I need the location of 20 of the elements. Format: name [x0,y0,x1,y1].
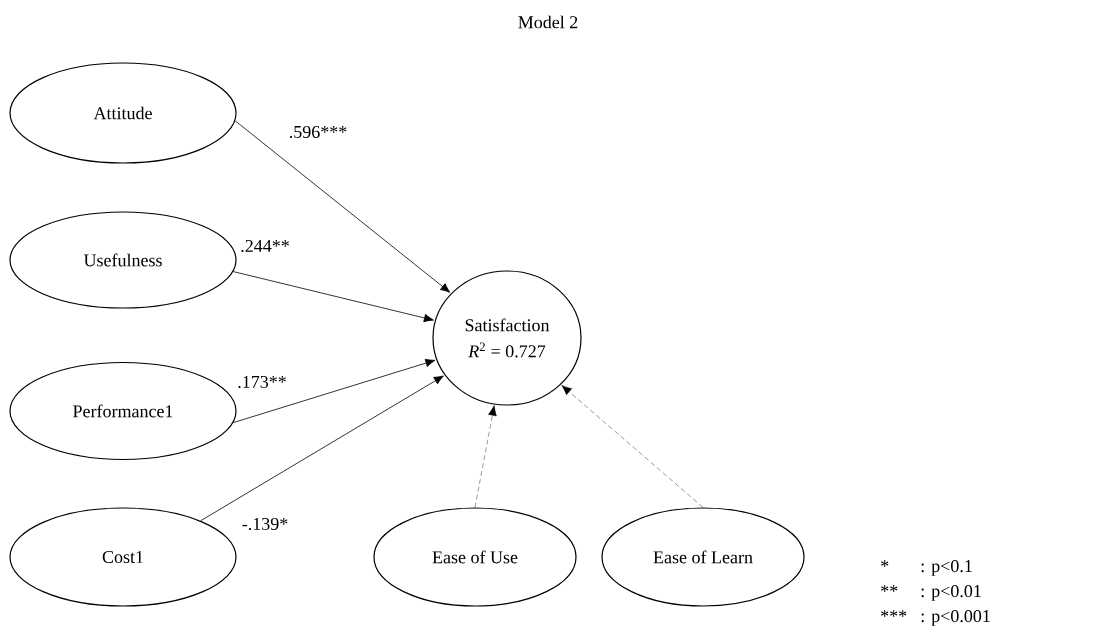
arrow [200,375,444,522]
arrow [232,271,434,323]
title: Model 2 [518,15,578,29]
significance-note: *** [881,610,907,617]
arrow [233,358,436,423]
significance-note: : p<0.1 [921,560,972,576]
arrow [561,384,704,508]
ellipse-node: Usefulness [9,211,237,309]
arrow [234,120,451,293]
ellipse-node: Ease of Learn [601,507,805,607]
ellipse-node: Ease of Use [373,507,577,607]
significance-note: : p<0.01 [921,585,981,601]
significance-note: * [881,560,889,567]
ellipse-node: Cost1 [9,507,237,607]
arrow [474,405,497,508]
ellipse-node: Satisfaction R$^{2}$ = 0.727 [432,270,582,406]
significance-note: ** [881,585,898,592]
ellipse-node: Attitude [9,62,237,164]
ellipse-node: Performance1 [9,361,237,461]
significance-note: : p<0.001 [921,610,990,626]
